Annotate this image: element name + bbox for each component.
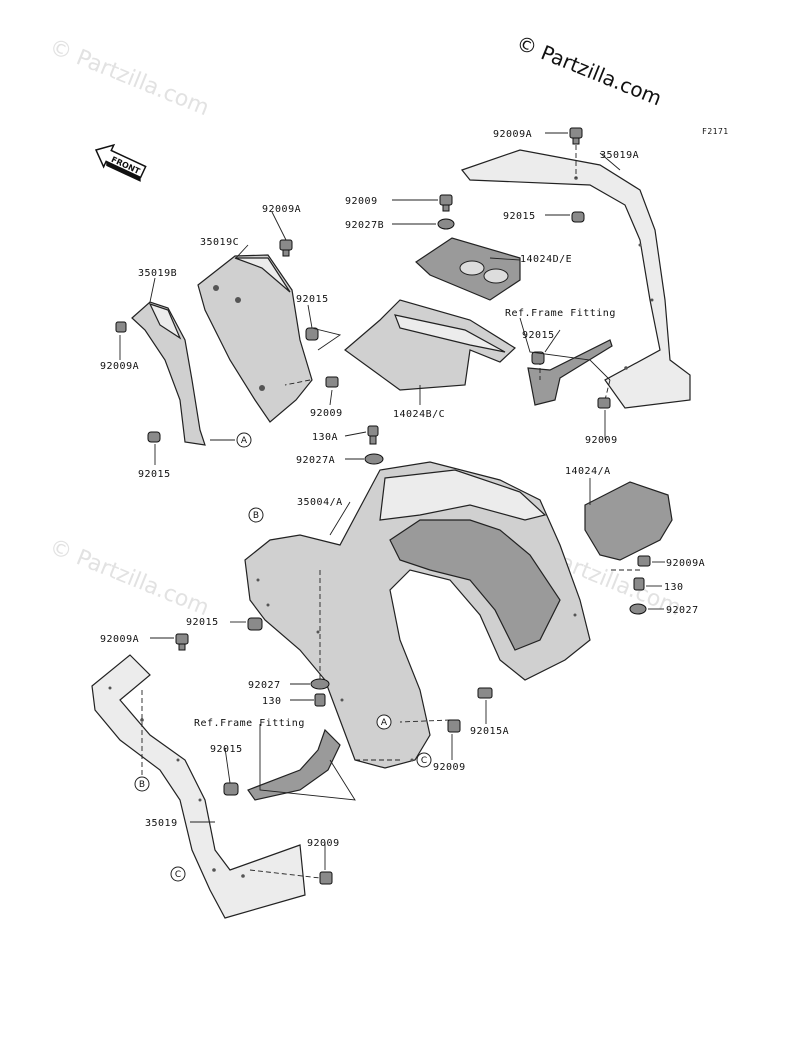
- part-label: 35004/A: [297, 497, 343, 508]
- part-label: Ref.Frame Fitting: [505, 308, 616, 319]
- part-label: 92027A: [296, 455, 335, 466]
- part-label: 92009: [345, 196, 378, 207]
- figure-code: F2171: [702, 127, 729, 136]
- bolt-icon: [439, 194, 453, 212]
- part-label: 92027B: [345, 220, 384, 231]
- assembly-line: [249, 869, 321, 879]
- washer-icon: [310, 678, 330, 690]
- clip-icon: [477, 687, 493, 699]
- bolt-icon: [319, 871, 333, 885]
- grommet-icon: [147, 431, 161, 443]
- part-label: 130: [262, 696, 282, 707]
- part-label: 92027: [666, 605, 699, 616]
- grommet-icon: [305, 327, 319, 341]
- ref-circle-a: A: [376, 714, 392, 730]
- frame-fitting-bracket-lower: [247, 728, 341, 801]
- part-label: 130: [664, 582, 684, 593]
- washer-icon: [629, 603, 647, 615]
- part-label: 92009A: [100, 634, 139, 645]
- svg-text:B: B: [253, 511, 259, 521]
- grommet-icon: [223, 782, 239, 796]
- part-label: 92009: [310, 408, 343, 419]
- ref-circle-b: B: [134, 776, 150, 792]
- washer-icon: [364, 453, 384, 465]
- front-arrow-icon: FRONT: [94, 143, 147, 182]
- part-label: 92027: [248, 680, 281, 691]
- part-label: 92015: [210, 744, 243, 755]
- ref-circle-b: B: [248, 507, 264, 523]
- bolt-icon: [447, 719, 461, 733]
- part-label: 92015: [503, 211, 536, 222]
- bolt-icon: [633, 577, 645, 591]
- part-label: 92015: [522, 330, 555, 341]
- ref-circle-c: C: [416, 752, 432, 768]
- svg-text:A: A: [241, 436, 248, 446]
- faint-watermark: © Partzilla.com: [46, 534, 213, 621]
- part-label: 92009: [433, 762, 466, 773]
- part-label: 35019C: [200, 237, 239, 248]
- front-fender-35004A: [244, 461, 591, 769]
- part-label: 92009A: [262, 204, 301, 215]
- partzilla-watermark: © Partzilla.com: [513, 30, 665, 110]
- washer-icon: [437, 218, 455, 230]
- faint-watermark: © Partzilla.com: [46, 34, 213, 121]
- part-label: 35019A: [600, 150, 639, 161]
- part-label: 92009A: [493, 129, 532, 140]
- svg-text:B: B: [139, 780, 145, 790]
- part-label: 92015: [296, 294, 329, 305]
- part-label: 92015A: [470, 726, 509, 737]
- bolt-icon: [314, 693, 326, 707]
- part-label: 92009: [585, 435, 618, 446]
- part-label: 14024D/E: [520, 254, 572, 265]
- part-label: 92009A: [100, 361, 139, 372]
- part-label: 130A: [312, 432, 338, 443]
- part-label: 14024B/C: [393, 409, 445, 420]
- grommet-icon: [247, 617, 263, 631]
- bolt-icon: [637, 555, 651, 567]
- cover-14024A: [584, 481, 673, 561]
- part-label: 92015: [138, 469, 171, 480]
- assembly-line: [284, 379, 311, 386]
- part-label: 92009A: [666, 558, 705, 569]
- grommet-icon: [531, 351, 545, 365]
- bolt-icon: [597, 397, 611, 409]
- part-label: 92015: [186, 617, 219, 628]
- part-label: Ref.Frame Fitting: [194, 718, 305, 729]
- frame-fitting-bracket-right: [527, 339, 613, 406]
- part-label: 35019: [145, 818, 178, 829]
- cover-14024DE: [415, 237, 521, 301]
- ref-circle-a: A: [236, 432, 252, 448]
- cover-14024BC: [344, 299, 516, 391]
- part-label: 14024/A: [565, 466, 611, 477]
- svg-text:C: C: [421, 756, 427, 766]
- side-panel-35019B: [131, 301, 206, 446]
- grommet-icon: [571, 211, 585, 223]
- svg-text:C: C: [175, 870, 181, 880]
- side-panel-35019C: [197, 254, 313, 423]
- rear-right-fender-35019A: [460, 149, 691, 409]
- svg-text:A: A: [381, 718, 388, 728]
- bolt-icon: [175, 633, 189, 651]
- bolt-icon: [115, 321, 127, 333]
- part-label: 35019B: [138, 268, 177, 279]
- bolt-icon: [367, 425, 379, 445]
- part-label: 92009: [307, 838, 340, 849]
- bolt-icon: [279, 239, 293, 257]
- bolt-icon: [569, 127, 583, 145]
- assembly-line: [399, 719, 451, 723]
- bolt-icon: [325, 376, 339, 388]
- front-fender-35019: [91, 654, 306, 919]
- assembly-line: [604, 379, 611, 401]
- ref-circle-c: C: [170, 866, 186, 882]
